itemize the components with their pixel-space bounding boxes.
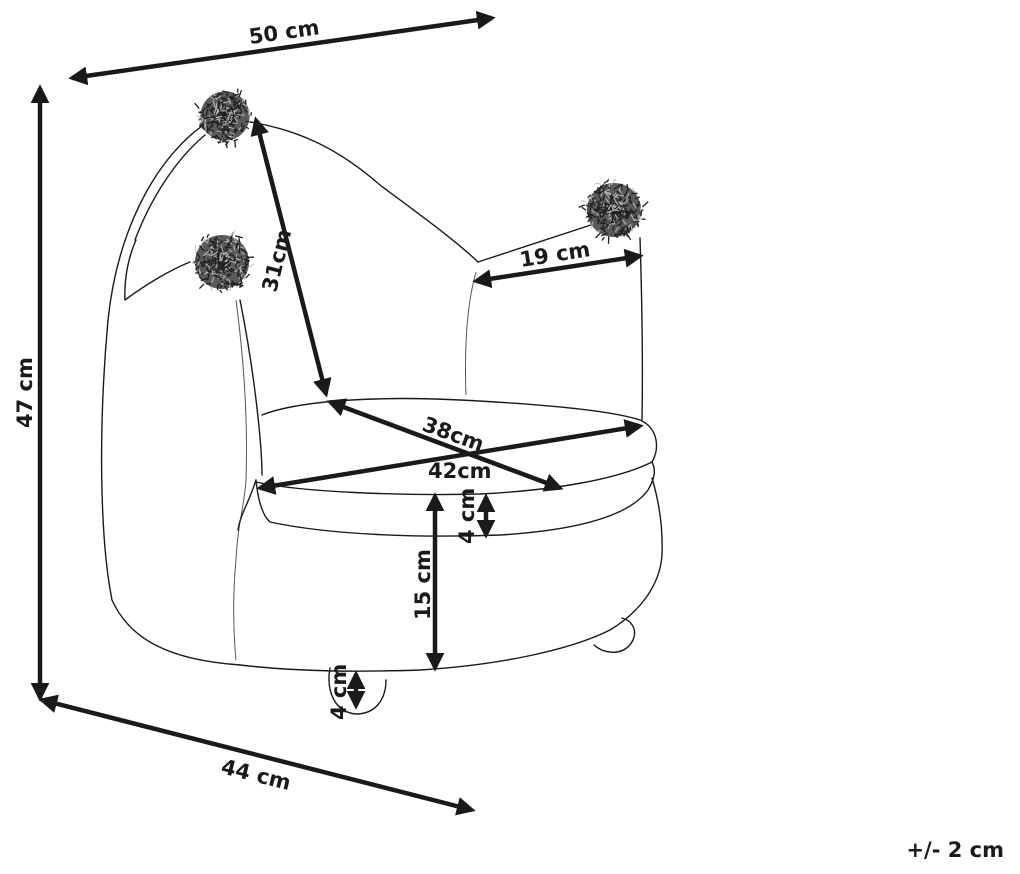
arrow-back-diagonal (250, 116, 332, 398)
label-foot-height: 4 cm (327, 664, 351, 720)
label-seat-width: 42cm (428, 459, 492, 483)
backrest-right-inner-seam (464, 271, 477, 396)
pompom-icon (578, 178, 649, 244)
pompom-icon (191, 230, 255, 294)
chair-outline (100, 117, 663, 715)
base-body (239, 477, 663, 672)
arrow-overall-depth (38, 694, 476, 816)
pompoms (191, 88, 649, 294)
pompom-icon (194, 88, 252, 149)
base-left-side (237, 479, 257, 531)
left-arm-seam (233, 299, 247, 661)
backrest-left-ear (100, 117, 241, 666)
backrest-right-side (639, 237, 644, 421)
label-cushion-thickness: 4 cm (455, 488, 479, 544)
label-seat-height: 15 cm (411, 549, 435, 620)
dimension-arrows (30, 10, 644, 816)
arrow-seat-width (256, 419, 644, 495)
arrow-overall-width (68, 10, 496, 86)
rear-foot (593, 617, 636, 653)
left-arm-front (239, 299, 263, 476)
backrest-left-ear-inner (124, 134, 206, 301)
arrow-armrest-width (472, 248, 644, 289)
label-overall-height: 47 cm (13, 357, 37, 428)
tolerance-note: +/- 2 cm (906, 838, 1004, 862)
